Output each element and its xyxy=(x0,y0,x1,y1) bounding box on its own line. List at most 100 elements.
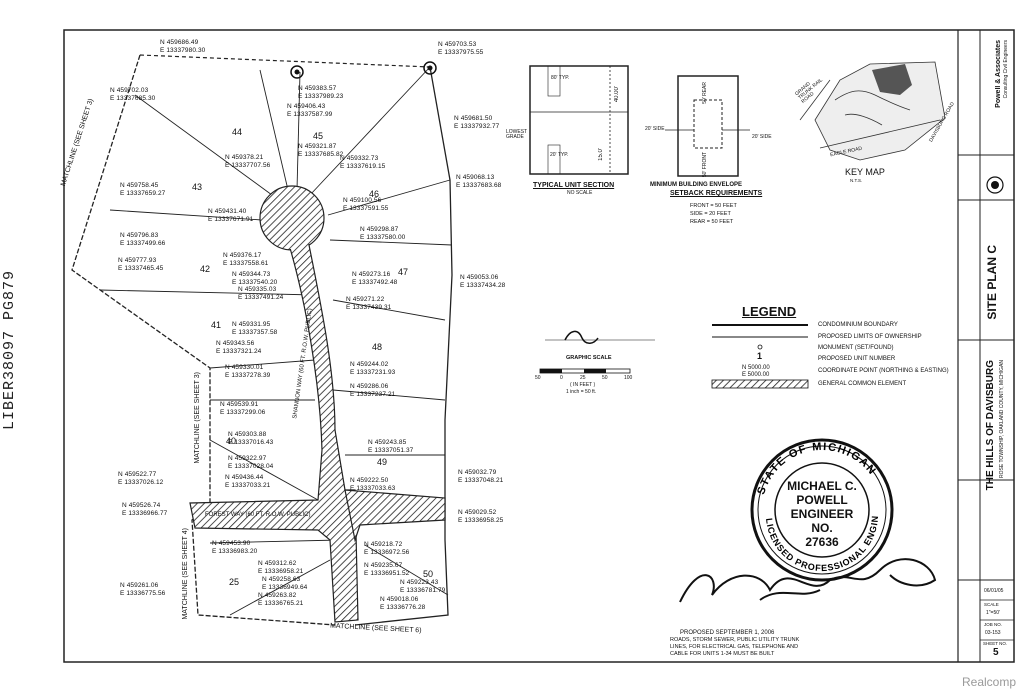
easting: E 13337671.91 xyxy=(208,215,254,223)
northing: N 459235.67 xyxy=(364,562,403,569)
unit-number: 50 xyxy=(423,569,434,579)
key-map-sub: N.T.S. xyxy=(850,178,863,183)
easting: E 13337591.55 xyxy=(343,204,389,212)
tb-scale-label: SCALE xyxy=(984,602,999,607)
tb-job-label: JOB NO. xyxy=(984,622,1003,627)
easting: E 13337033.21 xyxy=(225,481,271,489)
northing: N 459303.88 xyxy=(228,431,267,438)
unit-number: 44 xyxy=(232,127,243,137)
northing: N 459522.77 xyxy=(118,471,157,478)
key-map-title: KEY MAP xyxy=(845,167,885,177)
northing: N 459258.63 xyxy=(262,576,301,583)
northing: N 459344.73 xyxy=(232,271,271,278)
scale-tick: 0 xyxy=(560,375,563,381)
setback-rear: REAR = 50 FEET xyxy=(690,219,734,225)
typical-section-sub: NO SCALE xyxy=(567,190,593,196)
legend-symbols xyxy=(711,324,809,389)
setback-front: FRONT = 50 FEET xyxy=(690,203,737,209)
northing: N 459378.21 xyxy=(225,154,264,161)
northing: N 459273.16 xyxy=(352,271,391,278)
easting: E 13336951.52 xyxy=(364,569,410,577)
seal-name2: POWELL xyxy=(796,493,848,507)
easting: E 13336765.21 xyxy=(258,599,304,607)
northing: N 459758.45 xyxy=(120,182,159,189)
easting: E 13336983.20 xyxy=(212,547,258,555)
typical-section-title: TYPICAL UNIT SECTION xyxy=(533,182,615,189)
unit-number: 49 xyxy=(377,457,388,467)
seal-no: NO. xyxy=(811,521,833,535)
unit-number: 47 xyxy=(398,267,409,277)
northing: N 459053.06 xyxy=(460,274,499,281)
easting: E 13337491.24 xyxy=(238,293,284,301)
scale-ratio: 1 inch = 50 ft. xyxy=(566,389,597,395)
easting: E 13336972.56 xyxy=(364,548,410,556)
scale-unit: ( IN FEET ) xyxy=(570,382,596,388)
easting: E 13337707.56 xyxy=(225,161,271,169)
northing: N 459286.06 xyxy=(350,383,389,390)
easting: E 13337685.82 xyxy=(298,150,344,158)
easting: E 13336949.64 xyxy=(262,583,308,591)
easting: E 13337989.23 xyxy=(298,92,344,100)
project-name: THE HILLS OF DAVISBURG xyxy=(985,360,996,491)
easting: E 13337299.06 xyxy=(220,408,266,416)
northing: N 459702.03 xyxy=(110,87,149,94)
left-boundary xyxy=(71,54,336,626)
legend-item: PROPOSED UNIT NUMBER xyxy=(818,356,896,362)
sheet-border xyxy=(63,29,1015,663)
northing: N 459453.90 xyxy=(212,540,251,547)
seal-number: 27636 xyxy=(805,535,839,549)
scale-tick: 100 xyxy=(624,375,633,381)
northing: N 459796.83 xyxy=(120,232,159,239)
legend-item: GENERAL COMMON ELEMENT xyxy=(818,381,907,387)
tb-sheet: 5 xyxy=(993,647,999,658)
northing: N 459298.87 xyxy=(360,226,399,233)
unit-number: 25 xyxy=(229,577,240,587)
easting: E 13337051.37 xyxy=(368,446,414,454)
northing: N 459218.72 xyxy=(364,541,403,548)
easting: E 13337975.55 xyxy=(438,48,484,56)
northing: N 459406.43 xyxy=(287,103,326,110)
envelope-title2: SETBACK REQUIREMENTS xyxy=(670,190,763,197)
monument-icon xyxy=(290,65,304,79)
lot-lines xyxy=(99,66,453,616)
easting: E 13337016.43 xyxy=(228,438,274,446)
easting: E 13337321.24 xyxy=(216,347,262,355)
easting: E 13337685.30 xyxy=(110,94,156,102)
legend-item: CONDOMINIUM BOUNDARY xyxy=(818,322,898,328)
legend-title: LEGEND xyxy=(742,304,797,319)
legend-item: COORDINATE POINT (NORTHING & EASTING) xyxy=(818,368,949,374)
northing: N 459376.17 xyxy=(223,252,262,259)
tb-scale: 1"=50' xyxy=(986,610,1000,616)
northing: N 459335.03 xyxy=(238,286,277,293)
setback-side: SIDE = 20 FEET xyxy=(690,211,731,217)
northing: N 459436.44 xyxy=(225,474,264,481)
easting: E 13336775.56 xyxy=(120,589,166,597)
realcomp-watermark: Realcomp xyxy=(962,675,1017,689)
easting: E 13336966.77 xyxy=(122,509,168,517)
northing: N 459681.50 xyxy=(454,115,493,122)
easting: E 13337465.45 xyxy=(118,264,164,272)
northing: N 459383.57 xyxy=(298,85,337,92)
easting: E 13337540.20 xyxy=(232,278,278,286)
dim-label: 20' SIDE xyxy=(645,126,665,132)
